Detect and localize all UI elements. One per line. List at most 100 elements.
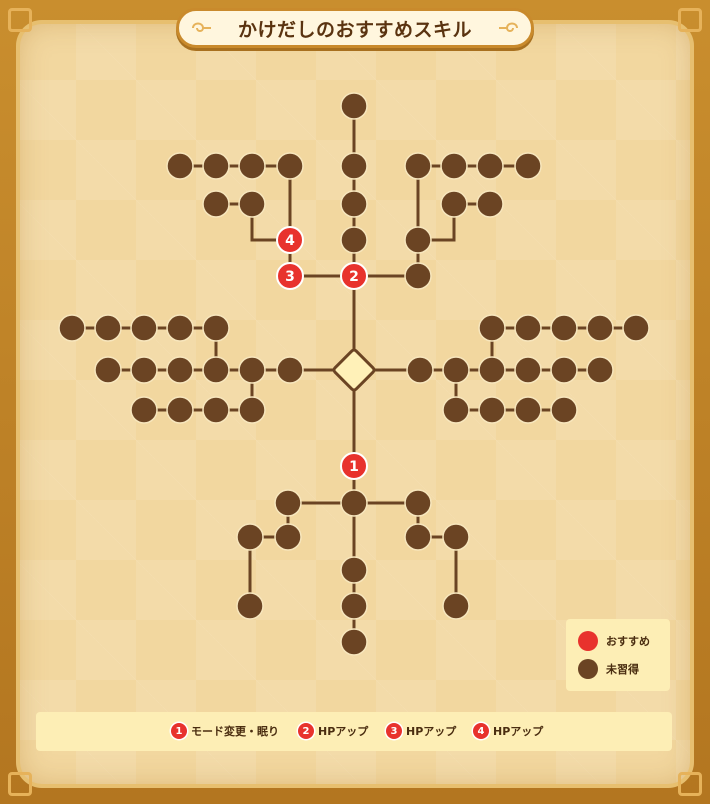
- skill-node-unlearned[interactable]: [340, 152, 368, 180]
- legend: おすすめ 未習得: [566, 619, 670, 691]
- skill-node-unlearned[interactable]: [276, 356, 304, 384]
- skill-node-unlearned[interactable]: [478, 396, 506, 424]
- skill-tree-nodes: 1 2 3 4: [58, 92, 650, 656]
- recommended-order-number: 2: [349, 269, 359, 285]
- recommended-circle: [276, 226, 304, 254]
- skill-node-unlearned[interactable]: [404, 489, 432, 517]
- recommended-order-number: 3: [285, 269, 295, 285]
- skill-node-unlearned[interactable]: [442, 396, 470, 424]
- skill-node-recommended[interactable]: 2: [340, 262, 368, 290]
- skill-node-unlearned[interactable]: [274, 489, 302, 517]
- skill-node-unlearned[interactable]: [514, 396, 542, 424]
- page-title: かけだしのおすすめスキル: [237, 18, 472, 41]
- step-number-badge: 2: [298, 723, 314, 739]
- skill-node-unlearned[interactable]: [550, 396, 578, 424]
- skill-node-unlearned[interactable]: [238, 396, 266, 424]
- skill-node-unlearned[interactable]: [166, 152, 194, 180]
- skill-node-unlearned[interactable]: [478, 314, 506, 342]
- skill-node-unlearned[interactable]: [404, 152, 432, 180]
- step-label: HPアップ: [406, 725, 457, 738]
- skill-node-unlearned[interactable]: [514, 356, 542, 384]
- step-label: モード変更・眠り: [191, 725, 279, 738]
- skill-node-unlearned[interactable]: [586, 356, 614, 384]
- recommended-circle: [276, 262, 304, 290]
- skill-node-recommended[interactable]: 4: [276, 226, 304, 254]
- skill-node-unlearned[interactable]: [404, 226, 432, 254]
- skill-node-unlearned[interactable]: [440, 152, 468, 180]
- frame-corner-ornament: [678, 8, 702, 32]
- skill-node-unlearned[interactable]: [58, 314, 86, 342]
- step-item: 2 HPアップ: [298, 723, 368, 739]
- recommended-order-number: 1: [349, 459, 359, 475]
- skill-node-unlearned[interactable]: [130, 314, 158, 342]
- swirl-ornament-icon: [499, 22, 518, 32]
- recommended-circle: [340, 452, 368, 480]
- skill-node-unlearned[interactable]: [130, 356, 158, 384]
- skill-node-unlearned[interactable]: [622, 314, 650, 342]
- skill-node-unlearned[interactable]: [238, 152, 266, 180]
- step-item: 1 モード変更・眠り: [171, 723, 279, 739]
- skill-node-unlearned[interactable]: [202, 314, 230, 342]
- skill-node-unlearned[interactable]: [340, 489, 368, 517]
- skill-node-unlearned[interactable]: [514, 152, 542, 180]
- step-number-badge: 4: [473, 723, 489, 739]
- skill-node-unlearned[interactable]: [340, 226, 368, 254]
- skill-node-unlearned[interactable]: [478, 356, 506, 384]
- skill-node-unlearned[interactable]: [238, 356, 266, 384]
- skill-node-unlearned[interactable]: [202, 396, 230, 424]
- frame-corner-ornament: [8, 8, 32, 32]
- skill-node-unlearned[interactable]: [404, 262, 432, 290]
- skill-node-unlearned[interactable]: [202, 152, 230, 180]
- title-plate: かけだしのおすすめスキル: [176, 8, 534, 48]
- legend-item-recommended: おすすめ: [578, 631, 650, 651]
- skill-node-unlearned[interactable]: [166, 356, 194, 384]
- skill-node-unlearned[interactable]: [276, 152, 304, 180]
- skill-node-unlearned[interactable]: [130, 396, 158, 424]
- skill-node-unlearned[interactable]: [586, 314, 614, 342]
- skill-node-unlearned[interactable]: [238, 190, 266, 218]
- skill-node-unlearned[interactable]: [476, 152, 504, 180]
- skill-node-unlearned[interactable]: [340, 592, 368, 620]
- swirl-ornament-icon: [192, 22, 211, 32]
- legend-item-unlearned: 未習得: [578, 659, 639, 679]
- skill-node-unlearned[interactable]: [550, 356, 578, 384]
- skill-node-unlearned[interactable]: [442, 592, 470, 620]
- skill-node-unlearned[interactable]: [94, 314, 122, 342]
- recommended-circle: [340, 262, 368, 290]
- skill-node-unlearned[interactable]: [440, 190, 468, 218]
- step-item: 4 HPアップ: [473, 723, 543, 739]
- skill-node-unlearned[interactable]: [442, 523, 470, 551]
- skill-node-unlearned[interactable]: [202, 190, 230, 218]
- skill-node-unlearned[interactable]: [550, 314, 578, 342]
- legend-label: 未習得: [606, 663, 639, 676]
- skill-node-unlearned[interactable]: [406, 356, 434, 384]
- skill-node-unlearned[interactable]: [236, 592, 264, 620]
- unlearned-dot-icon: [578, 659, 598, 679]
- skill-node-unlearned[interactable]: [166, 396, 194, 424]
- step-label: HPアップ: [318, 725, 369, 738]
- frame-corner-ornament: [8, 772, 32, 796]
- frame-corner-ornament: [678, 772, 702, 796]
- skill-node-recommended[interactable]: 1: [340, 452, 368, 480]
- skill-node-unlearned[interactable]: [94, 356, 122, 384]
- recommended-order-number: 4: [285, 233, 295, 249]
- legend-label: おすすめ: [606, 635, 650, 648]
- skill-node-recommended[interactable]: 3: [276, 262, 304, 290]
- skill-node-unlearned[interactable]: [202, 356, 230, 384]
- skill-node-unlearned[interactable]: [236, 523, 264, 551]
- skill-node-unlearned[interactable]: [442, 356, 470, 384]
- skill-node-unlearned[interactable]: [274, 523, 302, 551]
- skill-node-unlearned[interactable]: [404, 523, 432, 551]
- skill-node-unlearned[interactable]: [340, 556, 368, 584]
- skill-node-unlearned[interactable]: [476, 190, 504, 218]
- step-label: HPアップ: [493, 725, 544, 738]
- recommended-order-bar: 1 モード変更・眠り 2 HPアップ 3 HPアップ 4 HPアップ: [36, 712, 672, 751]
- skill-node-unlearned[interactable]: [340, 628, 368, 656]
- diamond-icon: [332, 348, 376, 392]
- skill-node-unlearned[interactable]: [340, 92, 368, 120]
- skill-node-unlearned[interactable]: [514, 314, 542, 342]
- step-number-badge: 1: [171, 723, 187, 739]
- skill-node-unlearned[interactable]: [166, 314, 194, 342]
- skill-node-unlearned[interactable]: [340, 190, 368, 218]
